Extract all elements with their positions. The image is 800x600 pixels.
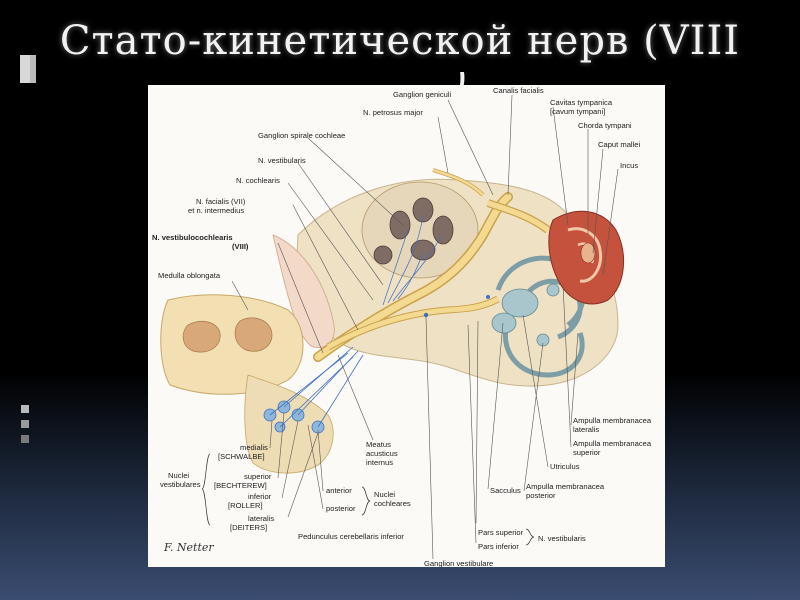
label-incus: Incus: [620, 161, 638, 170]
decoration-square: [21, 420, 29, 428]
label-chorda: Chorda tympani: [578, 121, 632, 130]
label-n-petrosus: N. petrosus major: [363, 108, 423, 117]
slide-title-overflow: ): [452, 72, 472, 88]
brace-pars: [525, 528, 535, 546]
label-schwalbe: [SCHWALBE]: [218, 452, 265, 461]
label-meatus-1: Meatus: [366, 440, 391, 449]
label-amp-lat-1: Ampulla membranacea: [573, 416, 652, 425]
pedunculus-area: [244, 374, 334, 474]
label-pars-superior: Pars superior: [478, 528, 524, 537]
label-nuclei-vest-1: Nuclei: [168, 471, 189, 480]
decoration-bar: [30, 55, 36, 83]
label-medialis: medialis: [240, 443, 268, 452]
medulla-oblongata: [160, 294, 304, 395]
label-n-vestibularis-r: N. vestibularis: [538, 534, 586, 543]
label-posterior: posterior: [326, 504, 356, 513]
decoration-bar: [20, 55, 32, 83]
label-nuclei-coch-1: Nuclei: [374, 490, 395, 499]
label-meatus-3: internus: [366, 458, 393, 467]
label-amp-lat-2: lateralis: [573, 425, 599, 434]
label-vestibulocochlearis-num: (VIII): [232, 242, 249, 251]
label-ganglion-vest: Ganglion vestibulare: [424, 559, 493, 567]
decoration-square: [21, 435, 29, 443]
label-anterior: anterior: [326, 486, 352, 495]
label-caput: Caput mallei: [598, 140, 641, 149]
utriculus-sacculus: [491, 283, 560, 347]
cochlear-fibers: [382, 214, 442, 306]
label-ganglion-spirale: Ganglion spirale cochleae: [258, 131, 345, 140]
label-lateralis: lateralis: [248, 514, 274, 523]
label-n-vestibularis: N. vestibularis: [258, 156, 306, 165]
tympanic-cavity: [548, 210, 625, 305]
anatomy-illustration: N. facialis (VII) et n. intermedius N. v…: [148, 85, 665, 567]
label-amp-post-2: posterior: [526, 491, 556, 500]
label-deiters: [DEITERS]: [230, 523, 267, 532]
vestibular-fibers: [269, 346, 364, 428]
label-superior: superior: [244, 472, 272, 481]
label-amp-sup-1: Ampulla membranacea: [573, 439, 652, 448]
label-ganglion-geniculi: Ganglion geniculi: [393, 90, 452, 99]
nerve-trunk: [313, 168, 551, 362]
label-pars-inferior: Pars inferior: [478, 542, 519, 551]
label-amp-sup-2: superior: [573, 448, 601, 457]
label-n-cochlearis: N. cochlearis: [236, 176, 280, 185]
label-vestibulocochlearis: N. vestibulocochlearis: [152, 233, 233, 242]
ganglion-node: [486, 295, 490, 299]
label-cavitas-2: [cavum tympani]: [550, 107, 605, 116]
label-nuclei-coch-2: cochleares: [374, 499, 411, 508]
label-intermedius: et n. intermedius: [188, 206, 244, 215]
label-facialis: N. facialis (VII): [196, 197, 246, 206]
brace-vestibular: [201, 453, 211, 526]
label-bechterew: [BECHTEREW]: [214, 481, 267, 490]
artist-signature: F. Netter: [163, 541, 214, 554]
label-roller: [ROLLER]: [228, 501, 263, 510]
label-sacculus: Sacculus: [490, 486, 521, 495]
leader-lines: [231, 94, 619, 560]
label-meatus-2: acusticus: [366, 449, 398, 458]
label-pedunculus: Pedunculus cerebellaris inferior: [298, 532, 404, 541]
brace-cochlear: [361, 486, 371, 516]
label-amp-post-1: Ampulla membranacea: [526, 482, 605, 491]
label-canalis-facialis: Canalis facialis: [493, 86, 544, 95]
label-medulla: Medulla oblongata: [158, 271, 221, 280]
decoration-square: [21, 405, 29, 413]
label-cavitas-1: Cavitas tympanica: [550, 98, 613, 107]
label-inferior: inferior: [248, 492, 272, 501]
slide-title: Стато-кинетической нерв (VIII: [59, 18, 741, 64]
label-utriculus: Utriculus: [550, 462, 580, 471]
ganglion-vestibulare-node: [423, 312, 429, 318]
label-nuclei-vest-2: vestibulares: [160, 480, 201, 489]
